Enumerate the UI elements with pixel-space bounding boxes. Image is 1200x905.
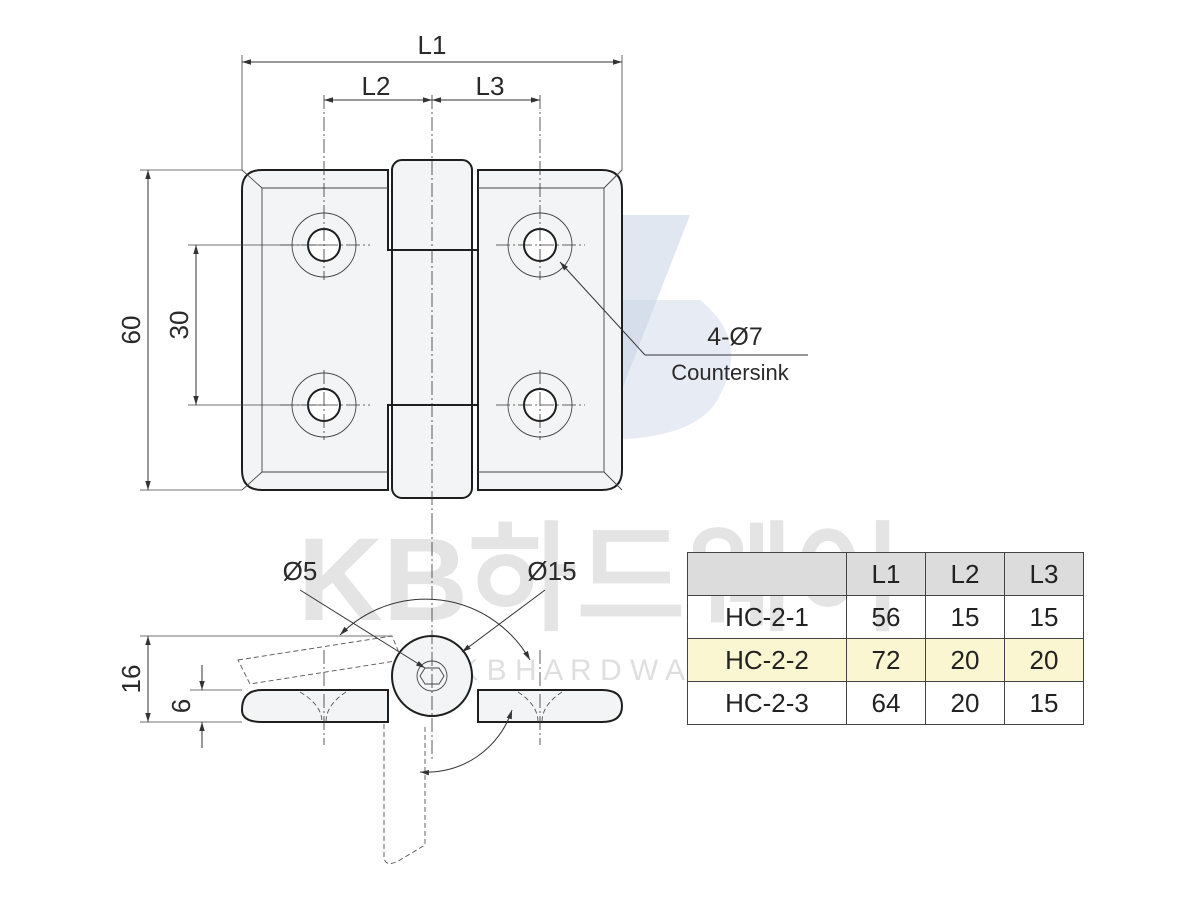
spec-table: L1 L2 L3 HC-2-1 56 15 15 HC-2-2 72 20 20… — [687, 552, 1084, 725]
open-leaf-hidden — [383, 724, 426, 864]
rotation-arc-top — [339, 598, 531, 661]
front-dimensions: L1 L2 L3 60 30 4-Ø7 Countersink — [116, 30, 808, 491]
countersink-hidden-lines — [299, 691, 563, 723]
table-header-cell: L2 — [925, 552, 1005, 596]
hole-callout: 4-Ø7 — [707, 323, 763, 351]
dim-height-label: 60 — [116, 316, 146, 345]
table-cell-model: HC-2-1 — [687, 595, 847, 639]
table-row: HC-2-3 64 20 15 — [687, 681, 1084, 725]
leaf-step — [388, 249, 479, 406]
table-cell: 20 — [925, 681, 1005, 725]
dim-l1-label: L1 — [418, 30, 447, 60]
side-left-leaf — [240, 689, 389, 723]
table-cell-model: HC-2-3 — [687, 681, 847, 725]
table-cell: 15 — [925, 595, 1005, 639]
table-cell: 15 — [1004, 681, 1084, 725]
leaf-thickness-label: 6 — [166, 699, 196, 713]
side-dimensions: Ø5 Ø15 16 6 — [116, 556, 577, 748]
table-cell: 72 — [846, 638, 926, 682]
side-view — [237, 520, 624, 864]
knuckle-dia-label: Ø15 — [527, 556, 576, 586]
front-view — [241, 95, 623, 520]
dim-hole-spacing-label: 30 — [164, 311, 194, 340]
corner-bevels — [241, 169, 623, 491]
table-cell-model: HC-2-2 — [687, 638, 847, 682]
side-height-label: 16 — [116, 665, 146, 694]
hole-note: Countersink — [671, 360, 789, 385]
rotation-arc-bottom — [419, 709, 513, 776]
table-cell: 56 — [846, 595, 926, 639]
hole-leader — [559, 261, 646, 356]
pin-dia-label: Ø5 — [283, 556, 318, 586]
table-cell: 64 — [846, 681, 926, 725]
table-row: HC-2-1 56 15 15 — [687, 595, 1084, 639]
table-header-row: L1 L2 L3 — [687, 552, 1084, 596]
knuckle-leader — [461, 589, 546, 653]
table-cell: 20 — [925, 638, 1005, 682]
right-leaf-chamfer — [478, 187, 605, 473]
table-header-cell: L3 — [1004, 552, 1084, 596]
rotated-leaf-hidden — [237, 635, 403, 685]
pin-leader — [299, 589, 426, 669]
table-header-cell: L1 — [846, 552, 926, 596]
hex-socket — [419, 667, 445, 685]
dim-l2-label: L2 — [362, 71, 391, 101]
left-leaf-chamfer — [261, 187, 388, 473]
table-header-cell — [687, 552, 847, 596]
table-cell: 20 — [1004, 638, 1084, 682]
table-cell: 15 — [1004, 595, 1084, 639]
dim-l3-label: L3 — [476, 71, 505, 101]
side-right-leaf — [477, 689, 624, 723]
table-row-highlighted: HC-2-2 72 20 20 — [687, 638, 1084, 682]
